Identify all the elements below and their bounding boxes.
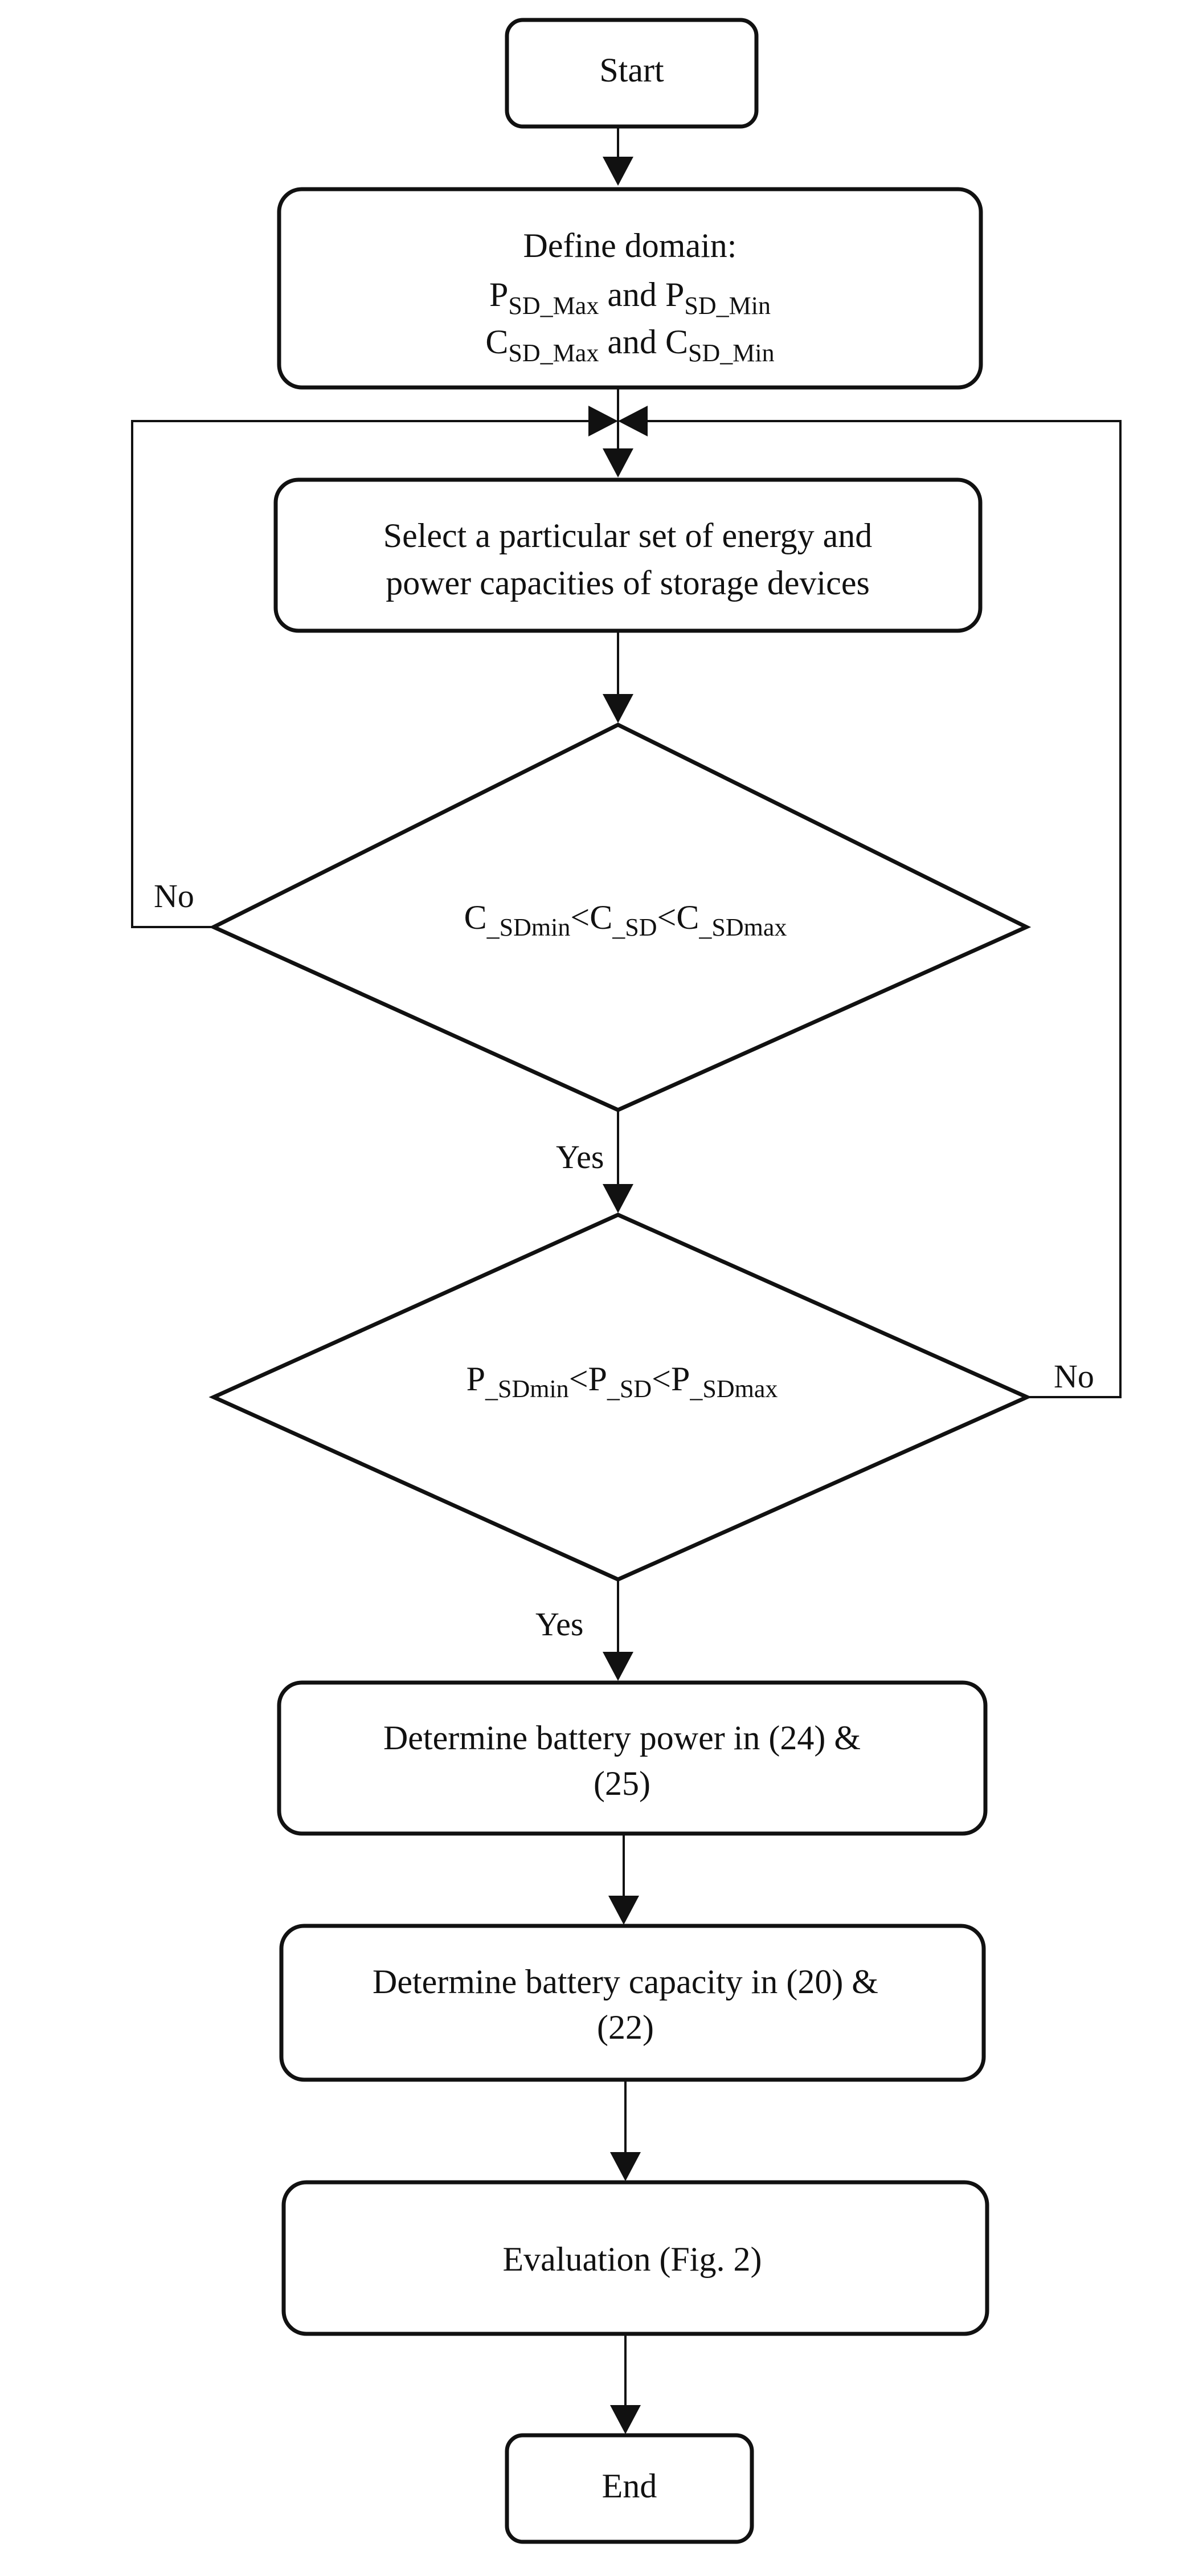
arrowhead-select-to-decision-c: [603, 694, 633, 723]
evaluation-node: Evaluation (Fig. 2): [281, 2180, 989, 2336]
evaluation-label: Evaluation (Fig. 2): [503, 2240, 762, 2278]
decision-c-condition: C_SDmin<C_SD<C_SDmax: [464, 899, 787, 941]
arrowhead-decision-c-to-decision-p: [603, 1184, 633, 1213]
decision-c-node: C_SDmin<C_SD<C_SDmax: [208, 722, 1032, 1112]
edge-label-c-yes: Yes: [556, 1138, 604, 1175]
arrowhead-start-to-define: [603, 157, 633, 186]
arrowhead-evaluation-to-end: [610, 2405, 641, 2434]
start-label: Start: [599, 51, 664, 89]
decision-p-node: P_SDmin<P_SD<P_SDmax: [208, 1213, 1032, 1582]
connectors: [131, 128, 1122, 2434]
arrowhead-c-no: [588, 406, 618, 436]
end-label: End: [602, 2467, 657, 2505]
start-node: Start: [505, 18, 759, 129]
select-set-line2: power capacities of storage devices: [386, 564, 870, 602]
battery-power-line1: Determine battery power in (24) &: [383, 1719, 861, 1757]
define-domain-node: Define domain: PSD_Max and PSD_Min CSD_M…: [277, 187, 983, 390]
define-domain-p-limits: PSD_Max and PSD_Min: [489, 276, 771, 320]
select-set-line1: Select a particular set of energy and: [383, 517, 873, 554]
define-domain-title: Define domain:: [523, 227, 737, 264]
edge-label-p-no: No: [1054, 1358, 1094, 1395]
arrowhead-capacity-to-evaluation: [610, 2152, 641, 2181]
battery-capacity-line1: Determine battery capacity in (20) &: [373, 1963, 878, 2001]
battery-capacity-node: Determine battery capacity in (20) & (22…: [279, 1924, 986, 2082]
select-set-node: Select a particular set of energy and po…: [273, 477, 983, 633]
arrowhead-power-to-capacity: [608, 1896, 639, 1925]
edge-label-c-no: No: [154, 877, 194, 915]
battery-capacity-line2: (22): [597, 2008, 654, 2046]
loop-c-no: [131, 420, 588, 928]
arrowhead-decision-p-to-power: [603, 1652, 633, 1681]
end-node: End: [505, 2433, 754, 2544]
battery-power-node: Determine battery power in (24) & (25): [277, 1680, 988, 1836]
define-domain-c-limits: CSD_Max and CSD_Min: [485, 323, 774, 367]
arrowhead-define-to-select: [603, 448, 633, 477]
arrowhead-p-no: [618, 406, 648, 436]
edge-label-p-yes: Yes: [535, 1606, 583, 1643]
battery-power-line2: (25): [594, 1765, 650, 1802]
loop-p-no: [648, 420, 1122, 1398]
decision-p-condition: P_SDmin<P_SD<P_SDmax: [467, 1360, 778, 1403]
